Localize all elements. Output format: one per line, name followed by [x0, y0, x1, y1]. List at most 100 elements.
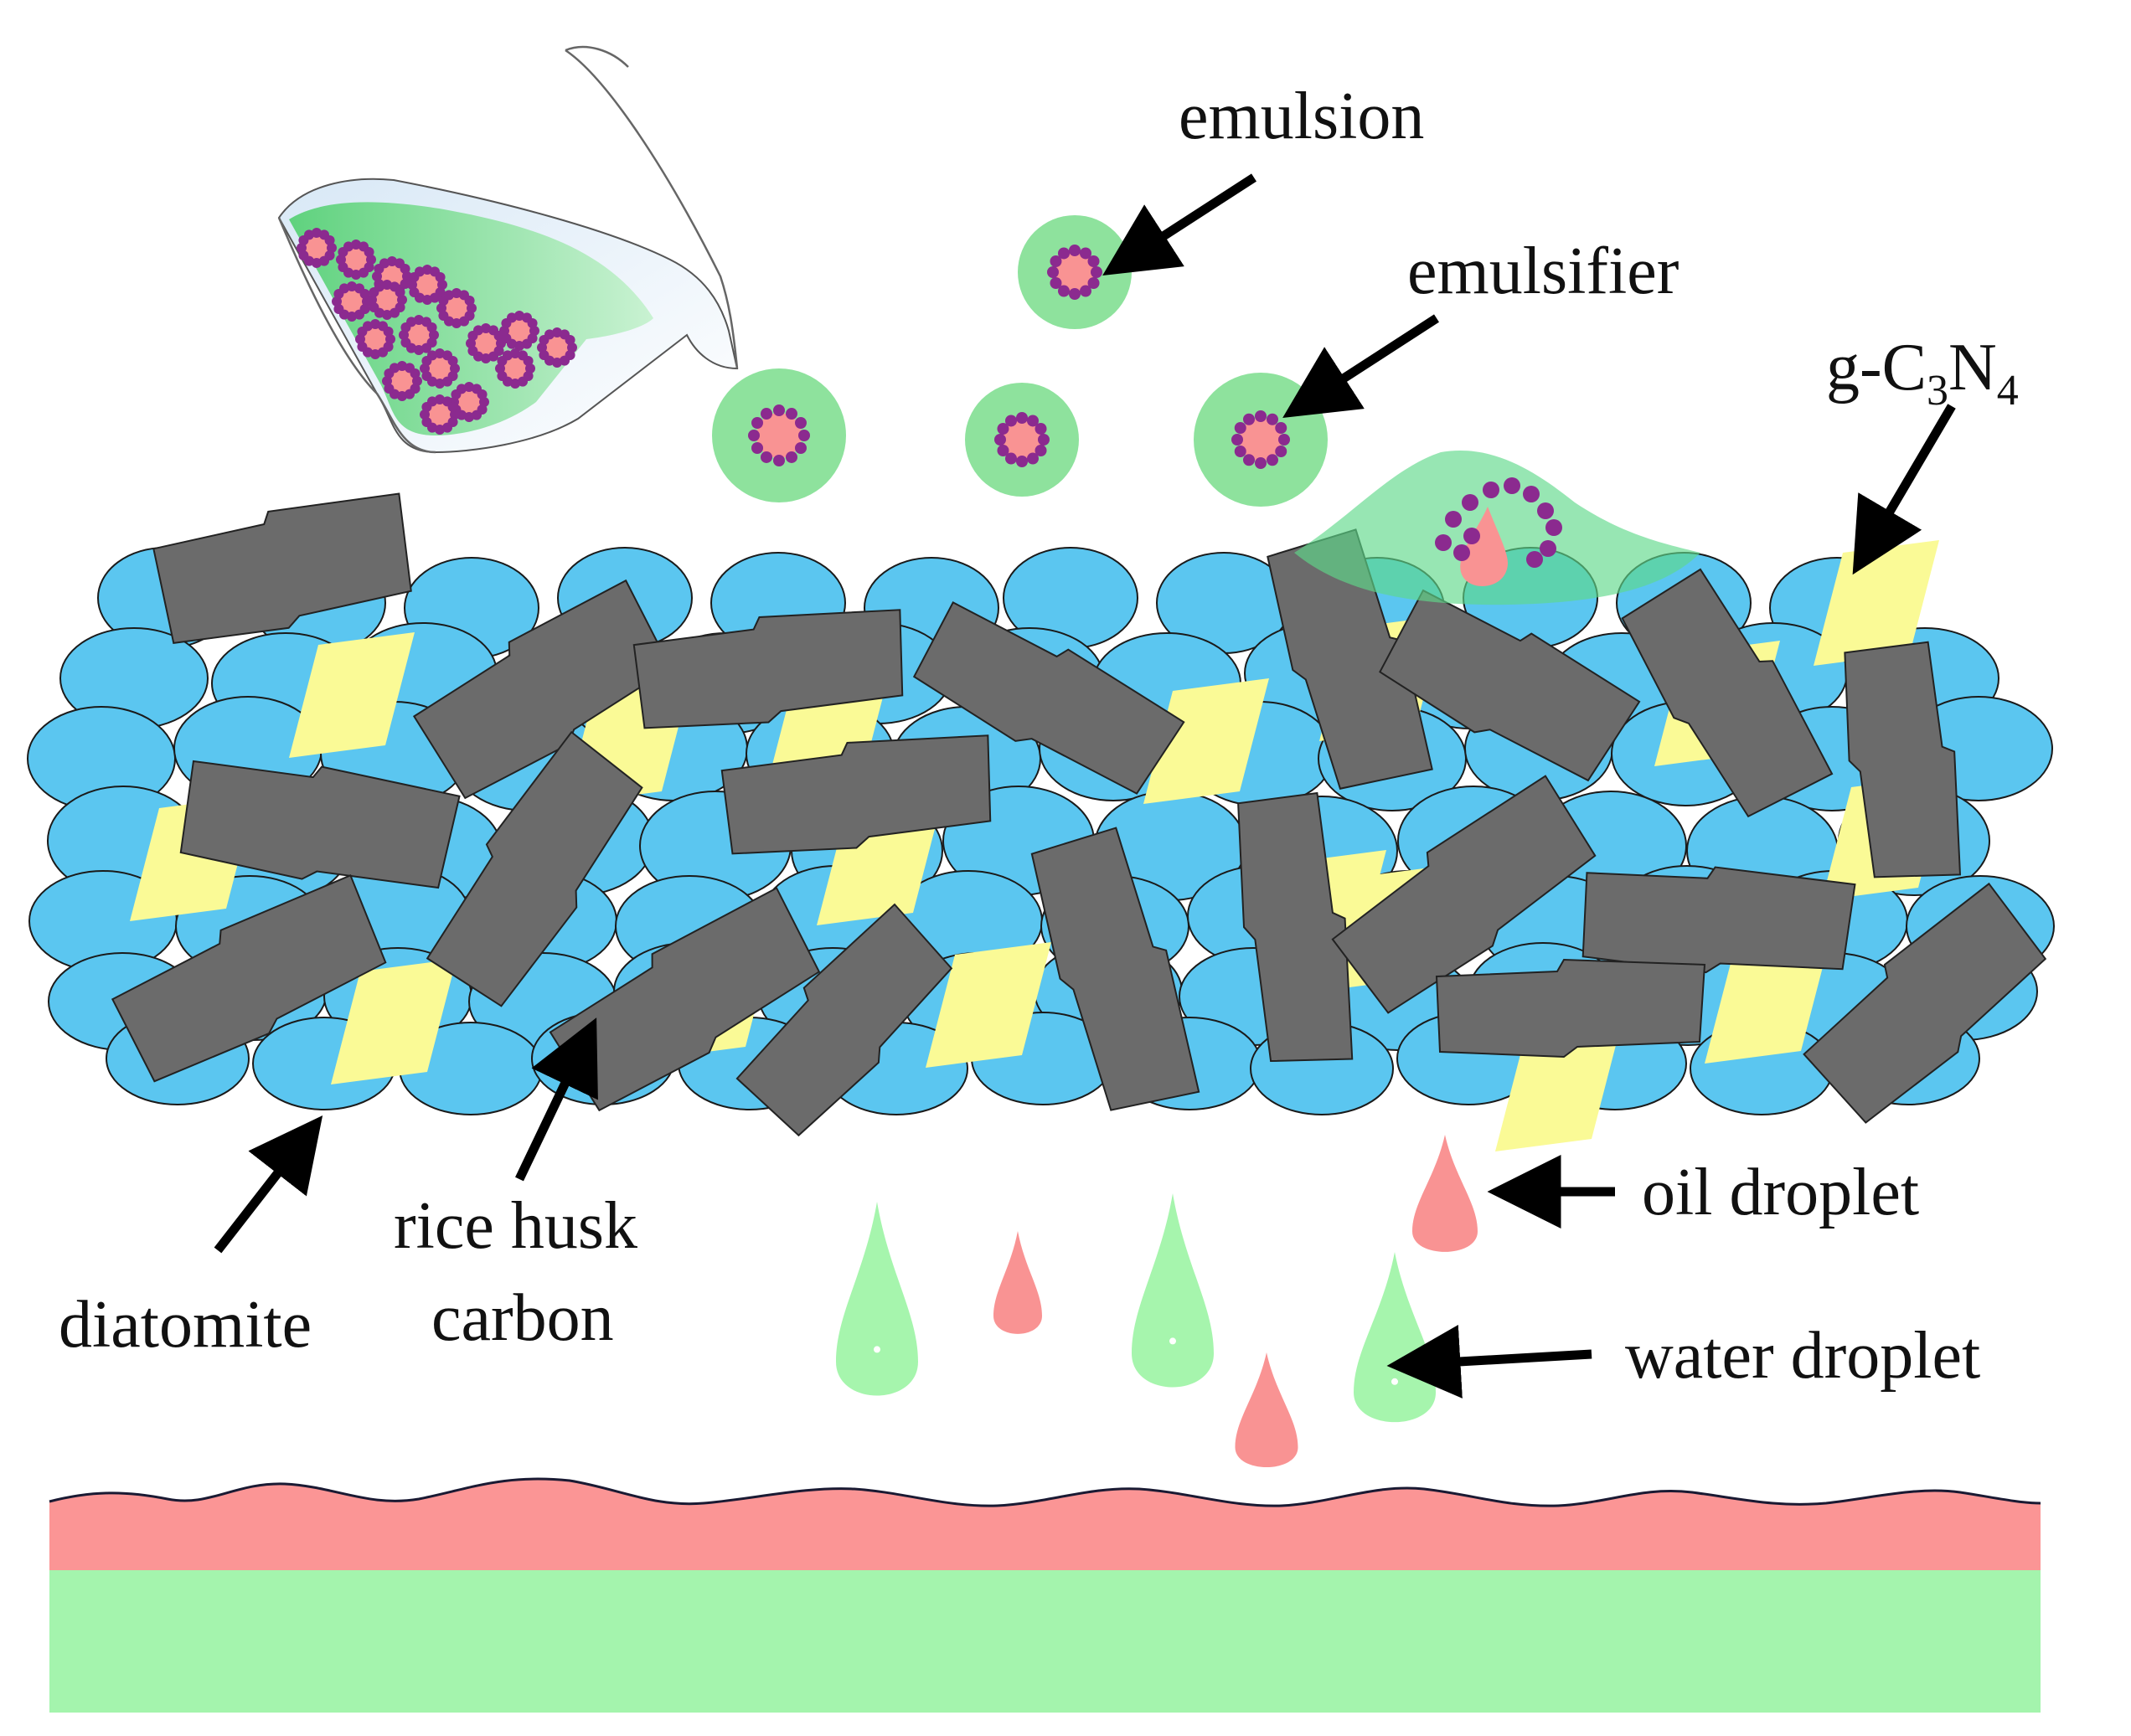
emulsifier-molecule	[481, 323, 491, 333]
emulsifier-molecule	[363, 321, 373, 332]
emulsifier-molecule	[1027, 452, 1039, 465]
oil-core	[342, 245, 370, 274]
emulsifier-molecule	[514, 341, 524, 351]
rice-husk-carbon-piece	[1267, 528, 1433, 790]
emulsifier-molecule	[421, 343, 431, 353]
oil-core	[455, 388, 483, 416]
emulsifier-molecule	[359, 289, 370, 299]
emulsifier-molecule	[552, 327, 562, 337]
water-droplet	[836, 1202, 918, 1396]
emulsifier-molecule	[794, 417, 807, 429]
emulsifier-molecule	[421, 417, 432, 427]
gcn-sheet	[331, 959, 457, 1084]
rice-husk-carbon-piece	[179, 760, 461, 889]
emulsifier-molecule	[450, 410, 460, 420]
collected-liquid	[49, 1477, 2041, 1713]
emulsifier-molecule	[1047, 266, 1059, 278]
emulsifier-molecule	[378, 347, 388, 358]
emulsifier-molecule	[527, 318, 538, 328]
emulsifier-molecule	[1087, 277, 1100, 289]
oil-droplet	[1412, 1135, 1478, 1252]
emulsifier-molecule	[773, 404, 785, 416]
emulsifier-molecule	[1038, 434, 1050, 446]
emulsifier-molecule	[1243, 454, 1255, 466]
rice-husk-carbon-piece	[1237, 791, 1354, 1063]
emulsifier-molecule	[1231, 434, 1243, 446]
emulsifier-molecule	[379, 258, 390, 269]
emulsion-droplet	[1018, 215, 1132, 329]
emulsifier-molecule	[343, 241, 353, 252]
rice-husk-carbon-piece	[1030, 827, 1200, 1111]
emulsifier-molecule	[1453, 544, 1470, 561]
emulsifier-molecule	[438, 311, 449, 321]
emulsifier-molecule	[473, 325, 483, 336]
emulsifier-molecule	[488, 351, 498, 362]
gcn-sheet	[1705, 938, 1830, 1064]
emulsifier-molecule	[369, 302, 379, 312]
emulsifier-molecule	[507, 312, 517, 323]
emulsifier-molecule	[751, 417, 764, 429]
emulsifier-molecule	[472, 410, 482, 420]
emulsifier-molecule	[1255, 410, 1267, 422]
emulsifier-molecule	[1545, 519, 1562, 536]
emulsifier-molecule	[333, 304, 344, 314]
oil-core	[472, 329, 500, 358]
emulsifier-molecule	[387, 256, 397, 266]
emulsifier-molecule	[405, 389, 415, 399]
emulsifier-molecule	[384, 384, 395, 394]
emulsion-droplets	[712, 215, 1328, 507]
emulsifier-molecule	[312, 258, 322, 268]
emulsifier-molecule	[382, 310, 392, 320]
emulsifier-molecule	[464, 412, 474, 422]
emulsifier-molecule	[1275, 422, 1287, 434]
emulsifier-molecule	[450, 363, 460, 373]
rice-husk-carbon-piece	[1803, 882, 2047, 1124]
emulsion-droplet	[965, 383, 1079, 497]
oil-droplet	[993, 1231, 1042, 1334]
emulsifier-molecule	[364, 247, 374, 257]
emulsifier-molecule	[510, 348, 520, 358]
water-layer	[49, 1570, 2041, 1713]
label-water-droplet: water droplet	[1625, 1319, 1980, 1393]
emulsifier-molecule	[420, 363, 430, 373]
emulsifier-molecule	[298, 250, 309, 260]
emulsifier-molecule	[467, 303, 477, 313]
emulsifier-molecule	[332, 296, 342, 307]
gcn-sheet	[1495, 1026, 1621, 1151]
emulsifier-molecule	[366, 255, 376, 265]
emulsifier-molecule	[1087, 255, 1100, 267]
label-oil-droplet: oil droplet	[1642, 1156, 1919, 1229]
emulsifier-molecule	[312, 228, 322, 238]
emulsifier-molecule	[414, 315, 424, 325]
emulsifier-molecule	[435, 272, 446, 282]
oil-core	[405, 321, 433, 349]
emulsifier-molecule	[560, 355, 570, 366]
rice-husk-carbon-piece	[912, 601, 1185, 795]
emulsifier-molecule	[338, 262, 348, 272]
label-emulsifier: emulsifier	[1407, 234, 1679, 308]
emulsifier-molecule	[370, 349, 380, 359]
emulsifier-molecule	[420, 410, 430, 420]
emulsifier-molecule	[395, 287, 405, 297]
droplet-highlight	[1391, 1378, 1398, 1385]
oil-core	[505, 317, 534, 345]
emulsifier-molecule	[565, 335, 575, 345]
oil-droplet	[1235, 1352, 1298, 1468]
rice-husk-carbon-piece	[1844, 641, 1962, 878]
arrow-icon	[1386, 1325, 1592, 1399]
emulsifier-molecule	[422, 265, 432, 275]
emulsifier-molecule	[537, 343, 547, 353]
emulsifier-molecule	[1537, 502, 1554, 519]
emulsifier-molecule	[794, 442, 807, 454]
arrow-icon	[1852, 404, 1956, 575]
emulsifier-molecule	[786, 451, 797, 463]
oil-core	[413, 270, 441, 299]
emulsifier-molecule	[354, 309, 364, 320]
rice-husk-carbon-piece	[1621, 568, 1834, 818]
emulsifier-molecule	[514, 311, 524, 321]
emulsifier-molecule	[1526, 551, 1543, 568]
emulsifier-molecule	[761, 408, 772, 420]
emulsifier-molecule	[1243, 413, 1255, 425]
emulsifier-molecule	[501, 333, 512, 343]
emulsifier-molecule	[372, 271, 382, 281]
